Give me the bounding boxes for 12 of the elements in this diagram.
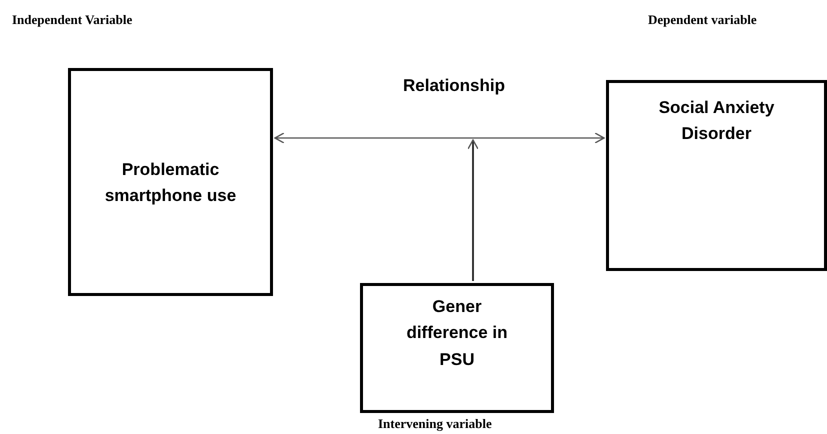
variable-type-label: Dependent variable — [648, 12, 757, 28]
arrow — [467, 139, 479, 281]
variable-box — [68, 68, 273, 296]
variable-box — [360, 283, 554, 413]
box-text: Problematic smartphone use — [104, 159, 238, 208]
variable-type-label: Intervening variable — [378, 416, 492, 432]
variable-type-label: Independent Variable — [12, 12, 132, 28]
variable-box — [606, 80, 827, 271]
arrow — [274, 132, 605, 144]
edge-label: Relationship — [403, 76, 506, 96]
box-text: Gener difference in PSU — [405, 296, 509, 371]
box-text: Social Anxiety Disorder — [658, 97, 776, 146]
